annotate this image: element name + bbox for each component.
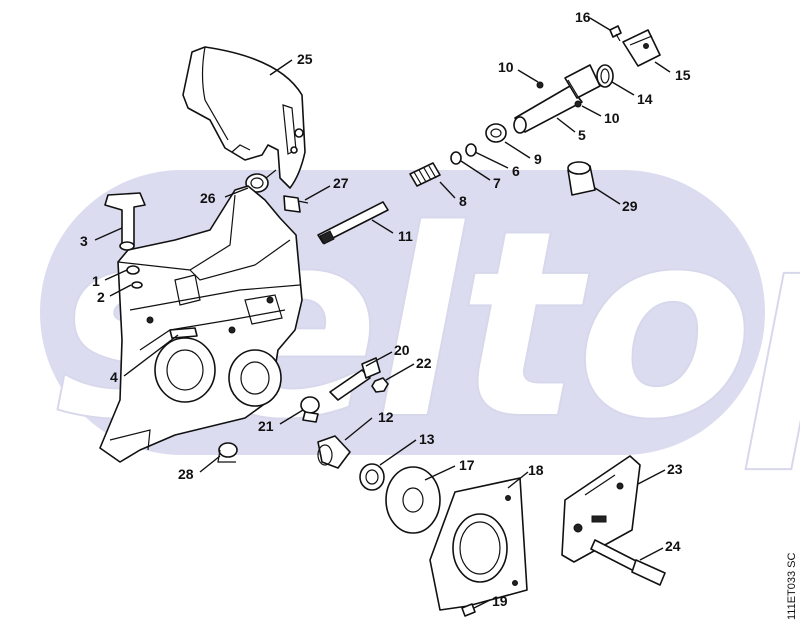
leader-lines [94, 17, 671, 609]
callout-21: 21 [258, 418, 274, 434]
part-washer-13 [359, 463, 385, 491]
part-cap-15 [622, 29, 661, 67]
part-plug-28 [217, 442, 238, 463]
callout-10: 10 [604, 110, 620, 126]
part-bar-plate-23 [561, 455, 641, 563]
callout-15: 15 [675, 67, 691, 83]
callout-4: 4 [110, 369, 118, 385]
callout-10: 10 [498, 59, 514, 75]
part-disc-17 [385, 466, 441, 534]
part-spring-8 [409, 162, 441, 187]
callout-5: 5 [578, 127, 586, 143]
callout-9: 9 [534, 151, 542, 167]
part-pin-27 [283, 195, 309, 213]
part-screw-4 [169, 327, 198, 339]
callout-20: 20 [394, 342, 410, 358]
part-plate-18 [429, 477, 528, 611]
callout-7: 7 [493, 175, 501, 191]
callout-23: 23 [667, 461, 683, 477]
callout-25: 25 [297, 51, 313, 67]
part-sleeve-29 [567, 161, 596, 196]
part-bushing-21 [300, 396, 320, 423]
part-screw-16 [609, 25, 622, 42]
part-shaft-11 [317, 201, 389, 245]
callout-2: 2 [97, 289, 105, 305]
part-screws-10 [536, 81, 582, 108]
callout-12: 12 [378, 409, 394, 425]
callout-labels: 16 15 10 14 10 5 25 9 6 7 8 29 27 26 3 1… [80, 9, 691, 609]
part-adjusting-screw-20 [329, 357, 381, 401]
drawing-code: 111ET033 SC [786, 552, 798, 620]
callout-28: 28 [178, 466, 194, 482]
callout-11: 11 [398, 228, 413, 244]
callout-17: 17 [459, 457, 475, 473]
callout-13: 13 [419, 431, 435, 447]
part-spring-26 [245, 169, 277, 193]
callout-19: 19 [492, 593, 508, 609]
part-adjuster-12 [317, 435, 351, 469]
part-hand-guard [182, 46, 306, 189]
part-stud-24 [590, 539, 666, 586]
part-lever-3 [104, 192, 146, 251]
callout-18: 18 [528, 462, 544, 478]
part-circlip-14 [596, 64, 614, 88]
callout-26: 26 [200, 190, 216, 206]
callout-16: 16 [575, 9, 591, 25]
callout-8: 8 [459, 193, 467, 209]
callout-3: 3 [80, 233, 88, 249]
part-pump-shaft-5 [513, 64, 601, 134]
part-housing-cover [99, 185, 303, 463]
callout-29: 29 [622, 198, 638, 214]
part-washers-6-7-9 [450, 123, 507, 165]
callout-1: 1 [92, 273, 100, 289]
callout-14: 14 [637, 91, 653, 107]
part-screw-19 [461, 603, 476, 617]
callout-24: 24 [665, 538, 681, 554]
part-nut-22 [371, 377, 389, 393]
callout-6: 6 [512, 163, 520, 179]
callout-27: 27 [333, 175, 349, 191]
callout-22: 22 [416, 355, 432, 371]
